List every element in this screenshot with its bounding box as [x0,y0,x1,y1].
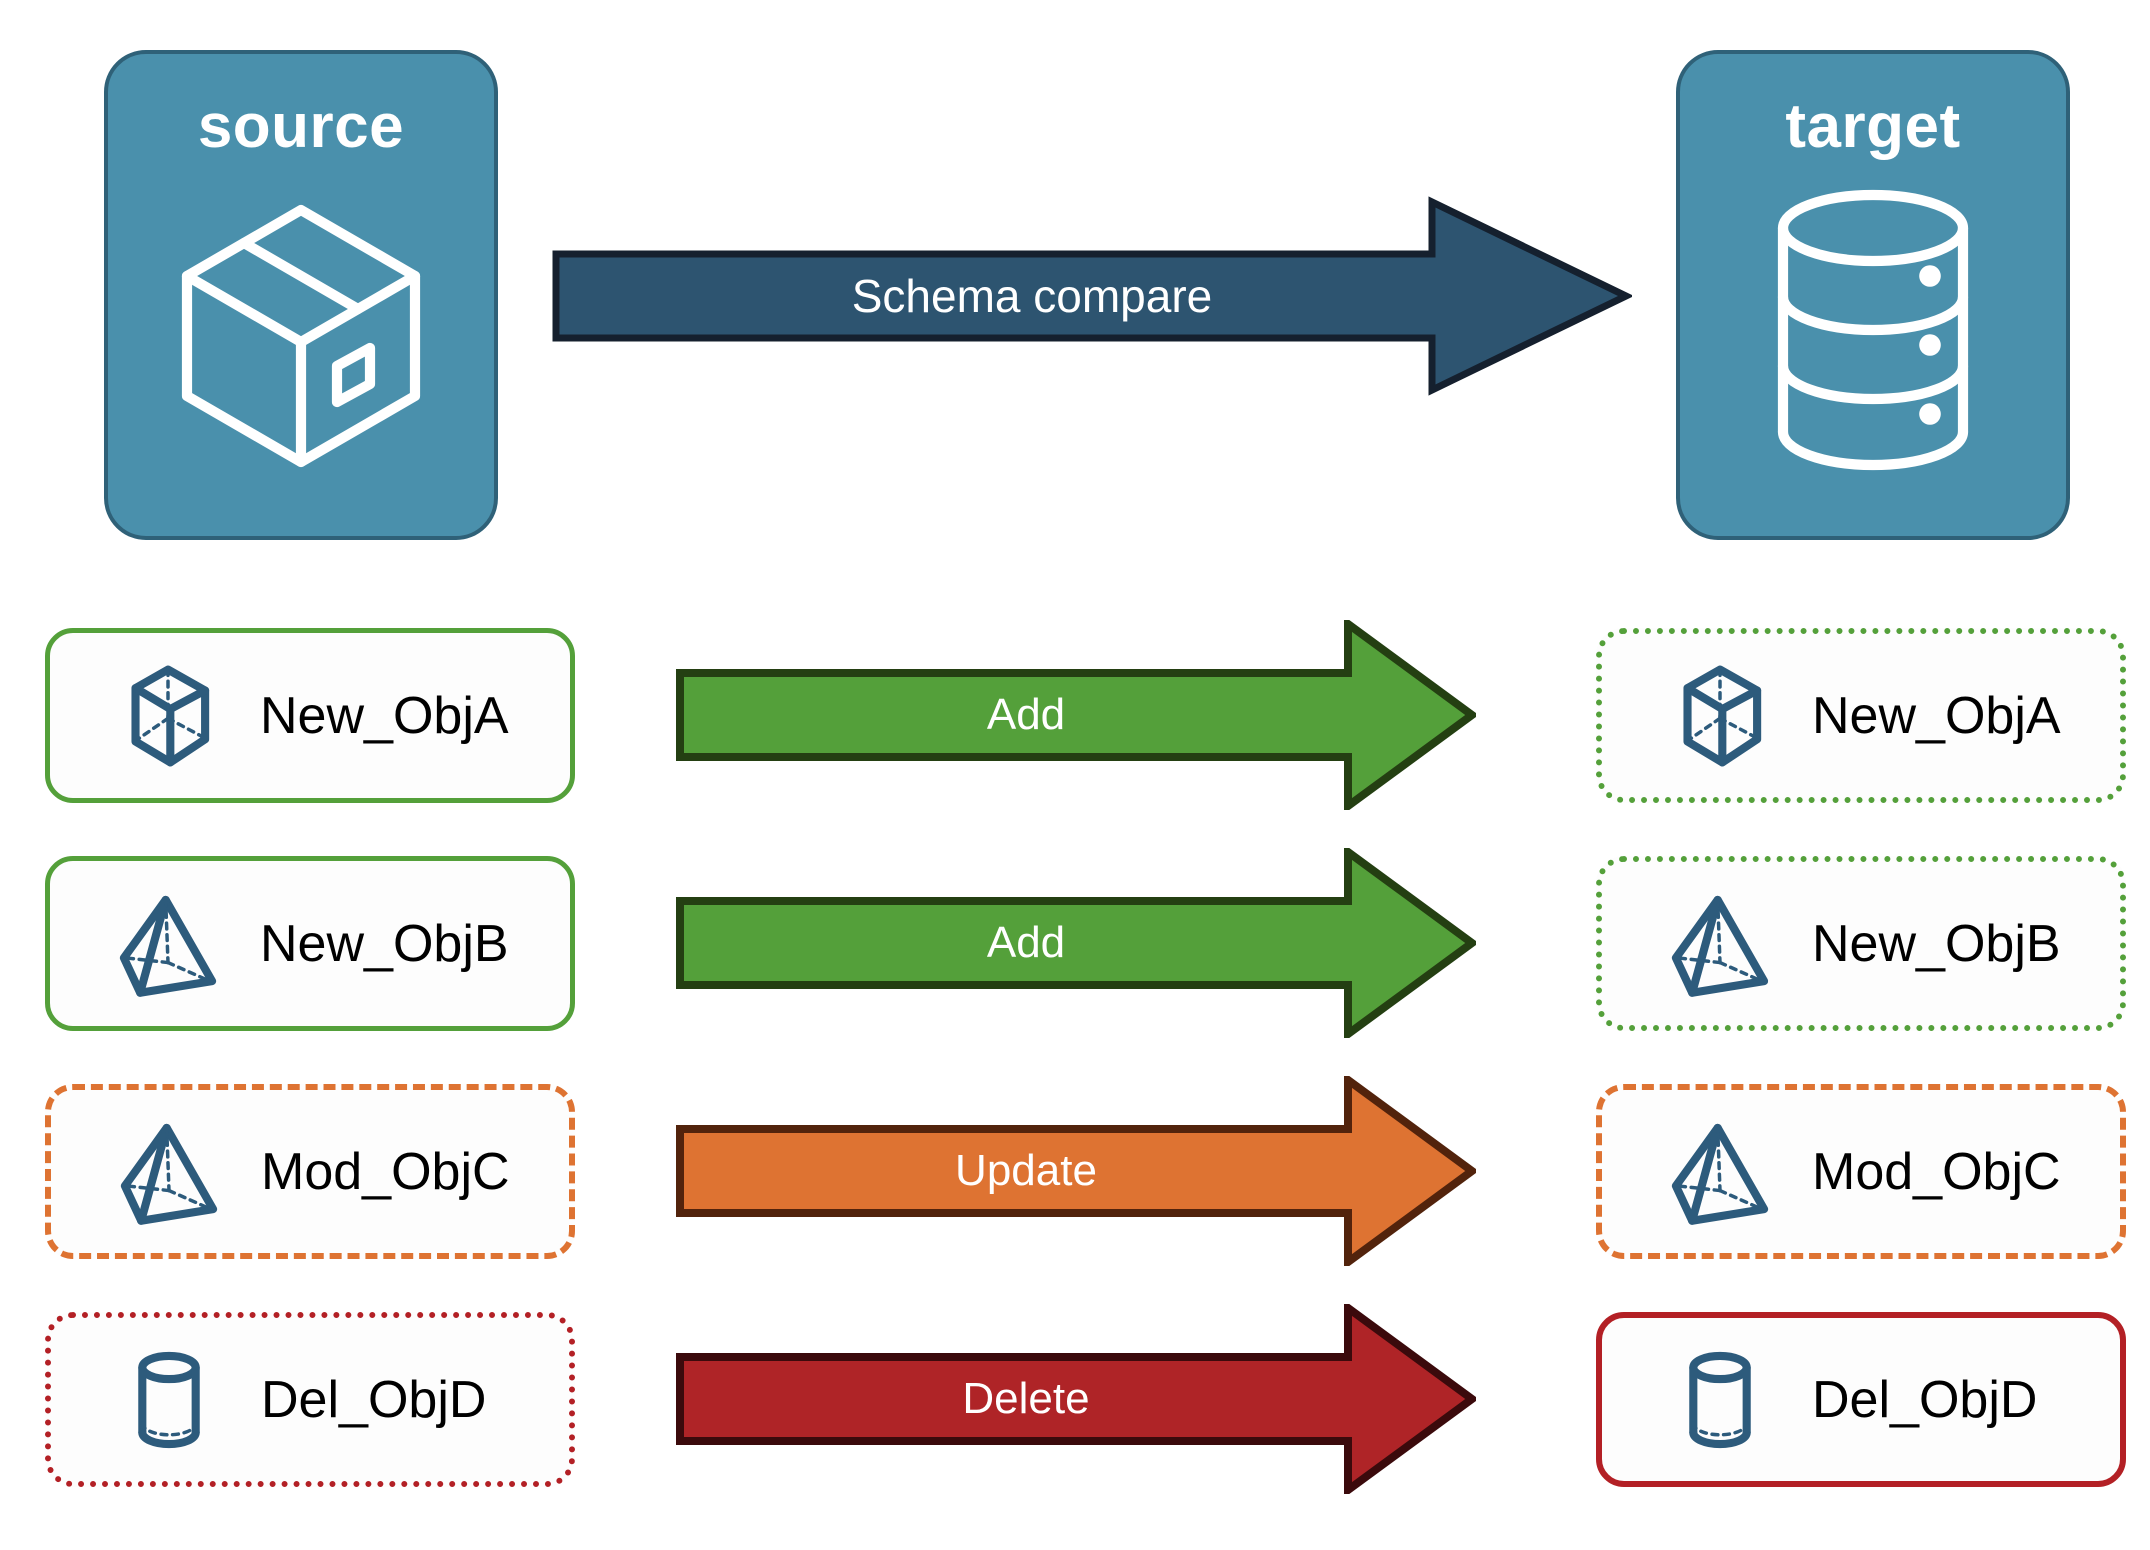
database-cylinder-icon [1738,180,2008,485]
source-object-label: New_ObjA [260,686,509,745]
target-object-label: New_ObjB [1812,914,2061,973]
wireframe-pyramid-icon [110,886,226,1002]
target-object-box-new-obja[interactable]: New_ObjA [1596,628,2126,803]
wireframe-pyramid-icon [1662,1114,1778,1230]
schema-compare-arrow[interactable]: Schema compare [552,196,1635,396]
wireframe-cylinder-icon [1662,1342,1778,1458]
wireframe-cube-icon [110,658,226,774]
target-object-box-new-objb[interactable]: New_ObjB [1596,856,2126,1031]
source-endpoint-card[interactable]: source [104,50,498,540]
add-arrow-row1[interactable]: Add [676,616,1479,814]
wireframe-pyramid-icon [1662,886,1778,1002]
wireframe-cylinder-icon [111,1342,227,1458]
target-object-label: Del_ObjD [1812,1370,2038,1429]
source-object-label: Mod_ObjC [261,1142,510,1201]
source-object-box-new-objb[interactable]: New_ObjB [45,856,575,1031]
target-object-box-del-objd[interactable]: Del_ObjD [1596,1312,2126,1487]
source-object-label: New_ObjB [260,914,509,973]
target-object-label: New_ObjA [1812,686,2061,745]
wireframe-cube-icon [1662,658,1778,774]
source-object-box-del-objd[interactable]: Del_ObjD [45,1312,575,1487]
target-title: target [1785,92,1961,161]
source-object-label: Del_ObjD [261,1370,487,1429]
source-object-box-new-obja[interactable]: New_ObjA [45,628,575,803]
source-object-box-mod-objc[interactable]: Mod_ObjC [45,1084,575,1259]
add-arrow-row2[interactable]: Add [676,844,1479,1042]
target-object-box-mod-objc[interactable]: Mod_ObjC [1596,1084,2126,1259]
delete-arrow-row4[interactable]: Delete [676,1300,1479,1498]
package-box-icon [151,180,451,485]
target-endpoint-card[interactable]: target [1676,50,2070,540]
target-object-label: Mod_ObjC [1812,1142,2061,1201]
wireframe-pyramid-icon [111,1114,227,1230]
source-title: source [197,92,405,161]
update-arrow-row3[interactable]: Update [676,1072,1479,1270]
